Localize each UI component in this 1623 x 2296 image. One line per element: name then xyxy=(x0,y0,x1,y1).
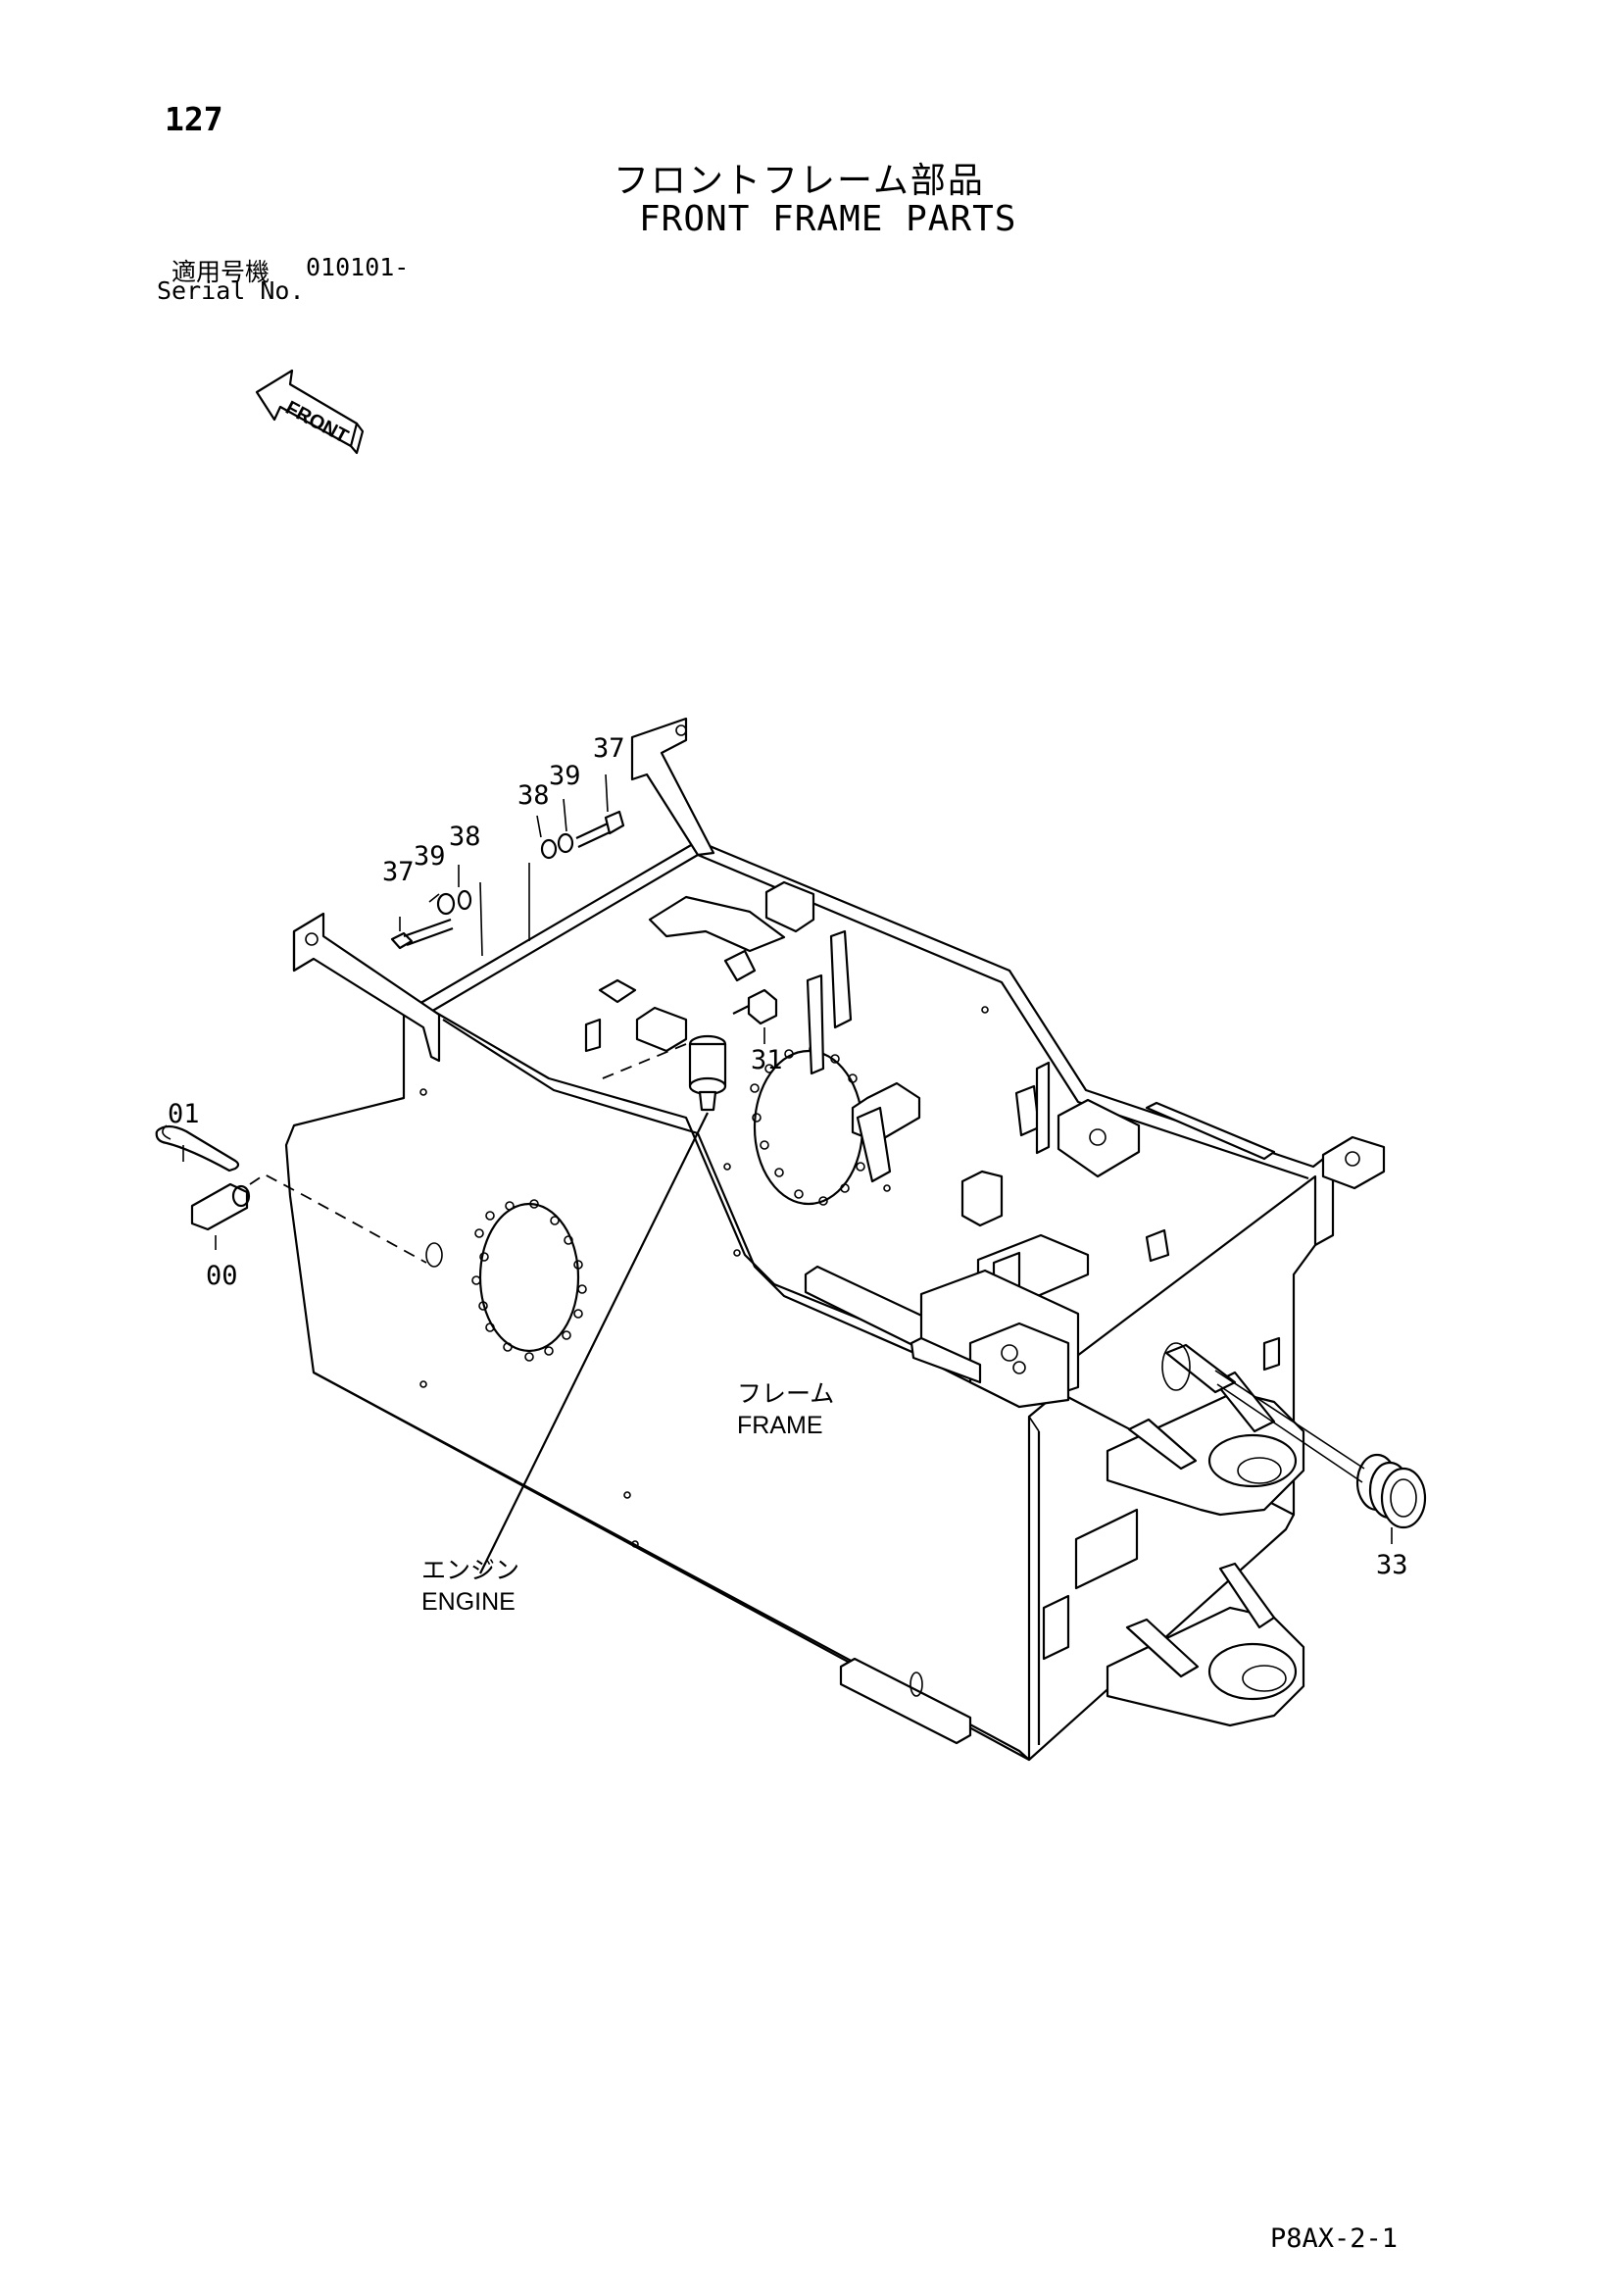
engine-label-english: ENGINE xyxy=(421,1588,516,1616)
callout-39-left: 39 xyxy=(414,841,446,872)
rear-bracket-right xyxy=(630,717,715,857)
engine-mount-brackets xyxy=(584,880,1170,1306)
rear-bracket-left xyxy=(292,912,441,1063)
side-rails xyxy=(804,1061,1276,1409)
front-face-cutouts xyxy=(1042,1336,1281,1661)
pin-part-00 xyxy=(190,1182,251,1231)
callout-38-right: 38 xyxy=(517,780,550,811)
side-mounting-hole-ring xyxy=(425,1199,587,1362)
callout-39-right: 39 xyxy=(549,761,581,791)
page-title-japanese: フロントフレーム部品 xyxy=(614,161,985,201)
callout-01: 01 xyxy=(168,1099,200,1129)
bolt-set-left xyxy=(390,889,472,950)
bolt-part-31 xyxy=(732,988,778,1025)
callout-00: 00 xyxy=(206,1261,238,1291)
front-direction-arrow-icon: FRONT xyxy=(255,369,365,455)
frame-rivets xyxy=(419,1006,989,1548)
serial-range: 010101- xyxy=(306,253,410,281)
page-title-english: FRONT FRAME PARTS xyxy=(639,199,1017,239)
front-top-bracket xyxy=(1321,1135,1386,1190)
engine-mount-damper xyxy=(688,1034,727,1112)
page-code: P8AX-2-1 xyxy=(1270,2223,1399,2254)
bolt-set-right xyxy=(540,810,625,860)
callout-37-right: 37 xyxy=(593,733,625,764)
upper-tow-bracket xyxy=(1106,1342,1305,1517)
serial-label-english: Serial No. xyxy=(157,276,305,305)
grommet-part-33 xyxy=(1355,1453,1427,1529)
callout-33: 33 xyxy=(1376,1550,1408,1580)
serial-label-japanese: 適用号機 xyxy=(172,258,270,286)
frame-body xyxy=(284,839,1346,1762)
page-number: 127 xyxy=(165,100,223,138)
clip-part-01 xyxy=(155,1124,240,1173)
callout-37-left: 37 xyxy=(382,857,415,887)
frame-label-japanese: フレーム xyxy=(737,1380,834,1408)
callout-31: 31 xyxy=(751,1045,783,1075)
callout-38-left: 38 xyxy=(449,822,481,852)
frame-label-english: FRAME xyxy=(737,1412,823,1439)
engine-label-japanese: エンジン xyxy=(421,1557,519,1584)
bottom-side-rail xyxy=(839,1657,972,1745)
lower-tow-bracket xyxy=(1106,1562,1305,1727)
